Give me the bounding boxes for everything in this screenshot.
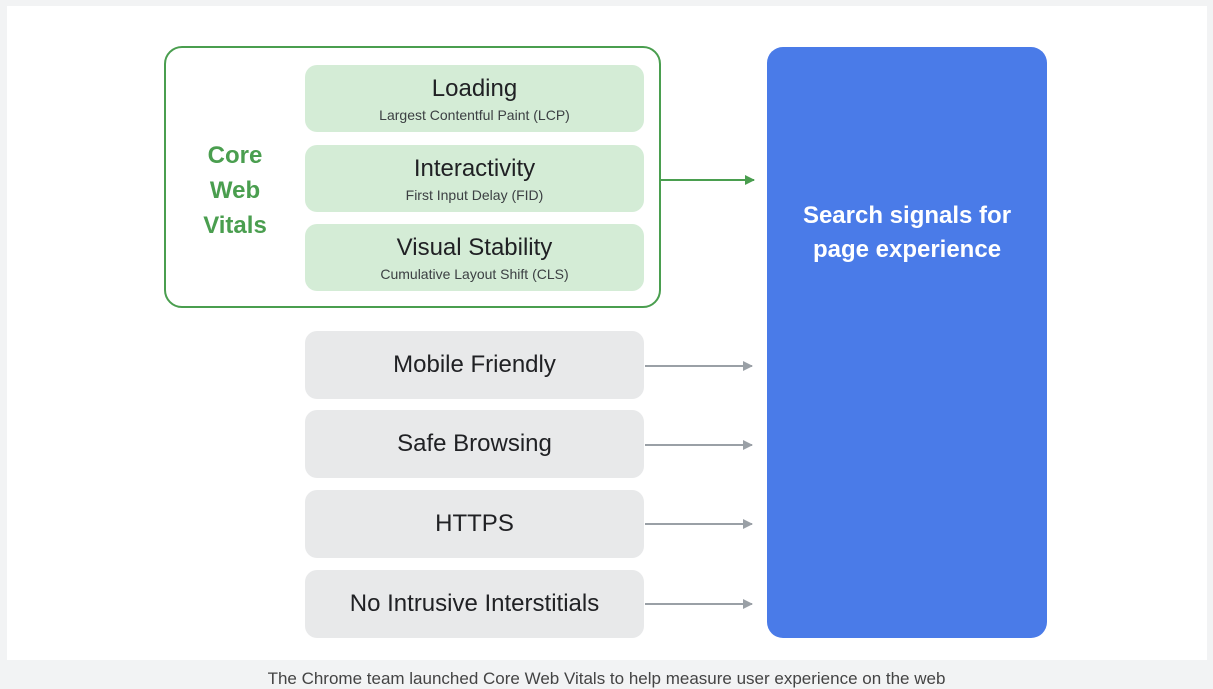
visual-stability-box: Visual Stability Cumulative Layout Shift…: [305, 224, 644, 291]
core-web-vitals-group: [164, 46, 661, 308]
https-box: HTTPS: [305, 490, 644, 558]
page-experience-label: Search signals for page experience: [802, 201, 1012, 263]
interactivity-title: Interactivity: [413, 154, 536, 182]
core-web-vitals-label: Core Web Vitals: [203, 142, 267, 239]
no-intrusive-interstitials-title: No Intrusive Interstitials: [349, 590, 600, 617]
loading-box: Loading Largest Contentful Paint (LCP): [305, 65, 644, 132]
mobile-friendly-box: Mobile Friendly: [305, 331, 644, 399]
page-experience-box: Search signals for page experience: [767, 47, 1047, 638]
interactivity-subtitle: First Input Delay (FID): [405, 186, 544, 203]
visual-stability-subtitle: Cumulative Layout Shift (CLS): [380, 265, 569, 282]
mobile-friendly-title: Mobile Friendly: [393, 351, 556, 378]
safe-browsing-title: Safe Browsing: [397, 430, 552, 457]
loading-title: Loading: [431, 74, 518, 102]
visual-stability-title: Visual Stability: [396, 233, 553, 261]
interactivity-box: Interactivity First Input Delay (FID): [305, 145, 644, 212]
figure-caption: The Chrome team launched Core Web Vitals…: [267, 669, 946, 688]
loading-subtitle: Largest Contentful Paint (LCP): [379, 106, 570, 123]
safe-browsing-box: Safe Browsing: [305, 410, 644, 478]
no-intrusive-interstitials-box: No Intrusive Interstitials: [305, 570, 644, 638]
https-title: HTTPS: [435, 510, 514, 537]
